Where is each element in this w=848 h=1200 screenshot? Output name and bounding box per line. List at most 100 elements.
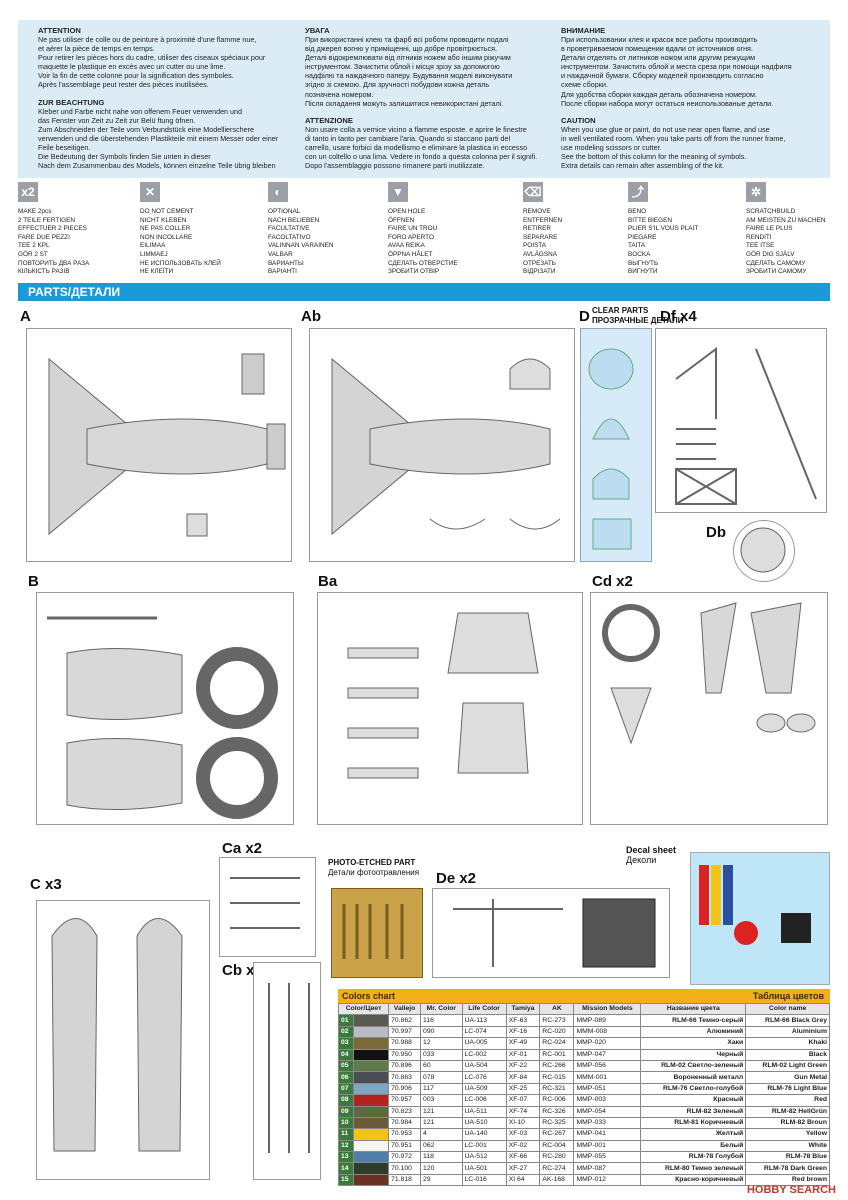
sprue-cd — [590, 592, 828, 825]
sprue-ba-drawing — [347, 612, 539, 779]
row-number: 07 — [337, 1082, 355, 1096]
name-ru: RLM-76 Светло-голубой — [640, 1082, 747, 1096]
name-en: White — [745, 1139, 830, 1153]
warning-title-ru: ВНИМАНИЕ — [561, 26, 606, 35]
sprue-d-label: D — [579, 308, 590, 325]
name-ru: Белый — [640, 1139, 747, 1153]
sprue-df — [655, 328, 827, 513]
vallejo: 70.984 — [388, 1116, 422, 1130]
life-color: UA-512 — [461, 1151, 507, 1164]
warning-text-it: Non usare colla a vernice vicino a flamm… — [305, 124, 538, 171]
sprue-ba-label: Ba — [318, 573, 338, 590]
name-ru: Красно-коричневый — [640, 1173, 747, 1187]
watermark: HOBBY SEARCH — [746, 1184, 836, 1196]
mission-models: MMP-047 — [573, 1048, 642, 1061]
sprue-db — [733, 520, 795, 582]
sprue-c — [36, 900, 210, 1180]
symbol-open-hole: ▼OPEN HOLE ÖFFNEN FAIRE UN TROU FORO APE… — [388, 182, 508, 277]
decal-sheet — [690, 852, 830, 985]
no-glue-icon: ✕ — [140, 182, 160, 202]
mission-models: MMP-020 — [573, 1037, 642, 1050]
ak: RC-321 — [539, 1082, 575, 1096]
sprue-a — [26, 328, 292, 562]
name-ru: Хаки — [640, 1037, 747, 1050]
row-number: 13 — [337, 1151, 355, 1164]
warning-title-de: ZUR BEACHTUNG — [38, 97, 105, 107]
ak: RC-266 — [539, 1059, 575, 1073]
row-number: 02 — [337, 1025, 355, 1039]
warning-col-fr-de: ATTENTION Ne pas utiliser de colle ou de… — [38, 26, 313, 178]
tamiya: XF-27 — [505, 1162, 541, 1175]
col-name-en: Color name — [745, 1002, 830, 1016]
name-ru: RLM-78 Голубой — [640, 1151, 747, 1164]
row-number: 14 — [337, 1162, 355, 1175]
warning-title-ua: УВАГА — [305, 26, 330, 35]
symbol-bend: ⤴BENO BITTE BIEGEN PLIER S'IL VOUS PLAIT… — [628, 182, 748, 277]
sprue-de-label: De x2 — [436, 870, 477, 887]
vallejo: 70.950 — [388, 1048, 422, 1061]
mr-color: 033 — [420, 1048, 463, 1061]
colors-table: Color/Цвет Vallejo Mr. Color Life Color … — [337, 1002, 830, 1187]
vallejo: 70.100 — [388, 1162, 422, 1175]
mr-color: 121 — [420, 1116, 463, 1130]
ak: RC-004 — [539, 1139, 575, 1153]
mission-models: MMP-056 — [573, 1059, 642, 1073]
life-color: UA-509 — [461, 1082, 507, 1096]
sprue-cb-label: Cb x2 — [222, 962, 263, 979]
name-en: RLM-78 Blue — [745, 1151, 830, 1164]
mission-models: MMM-001 — [573, 1071, 642, 1084]
pe-drawing — [342, 904, 404, 959]
clear-parts-en: CLEAR PARTS — [592, 306, 649, 315]
name-ru: Красный — [640, 1094, 747, 1107]
symbol-optional: ◐OPTIONAL NACH BELIEBEN FACULTATIVE FACO… — [268, 182, 388, 277]
vallejo: 70.953 — [388, 1128, 422, 1141]
ak: RC-280 — [539, 1151, 575, 1164]
mr-color: 4 — [420, 1128, 463, 1141]
name-en: RLM-76 Light Blue — [745, 1082, 830, 1096]
row-number: 09 — [337, 1105, 355, 1118]
warnings-box: ATTENTION Ne pas utiliser de colle ou de… — [18, 20, 830, 178]
ak: RC-020 — [539, 1025, 575, 1039]
color-swatch — [353, 1094, 390, 1107]
col-color: Color/Цвет — [337, 1002, 390, 1016]
col-life-color: Life Color — [461, 1002, 507, 1016]
vallejo: 70.957 — [388, 1094, 422, 1107]
row-number: 03 — [337, 1037, 355, 1050]
life-color: UA-140 — [461, 1128, 507, 1141]
pe-title-ru: Детали фотоотравления — [328, 868, 420, 877]
col-tamiya: Tamiya — [505, 1002, 541, 1016]
vallejo: 70.863 — [388, 1071, 422, 1084]
name-en: RLM-02 Light Green — [745, 1059, 830, 1073]
vallejo: 70.951 — [388, 1139, 422, 1153]
sprue-cb — [253, 962, 321, 1180]
tamiya: XF-74 — [505, 1105, 541, 1118]
decal-title: Decal sheet — [626, 845, 677, 855]
symbol-text: OPTIONAL NACH BELIEBEN FACULTATIVE FACOL… — [268, 208, 334, 276]
life-color: UA-005 — [461, 1037, 507, 1050]
sprue-db-drawing — [740, 527, 786, 573]
mission-models: MMP-003 — [573, 1094, 642, 1107]
warning-title-it: ATTENZIONE — [305, 115, 353, 125]
name-en: RLM-78 Dark Green — [745, 1162, 830, 1175]
col-mr-color: Mr. Color — [420, 1002, 463, 1016]
decal-drawing — [699, 865, 811, 945]
tamiya: XI 64 — [505, 1173, 541, 1187]
tamiya: XF-01 — [505, 1048, 541, 1061]
mission-models: MMP-012 — [573, 1173, 642, 1187]
vallejo: 70.906 — [388, 1082, 422, 1096]
sprue-de-drawing — [453, 898, 656, 968]
sprue-d-drawing — [588, 348, 634, 550]
color-swatch — [353, 1048, 390, 1061]
tamiya: XF-63 — [505, 1014, 541, 1027]
name-en: Gun Metal — [745, 1071, 830, 1084]
tamiya: XF-25 — [505, 1082, 541, 1096]
sprue-c-label: C x3 — [30, 876, 62, 893]
